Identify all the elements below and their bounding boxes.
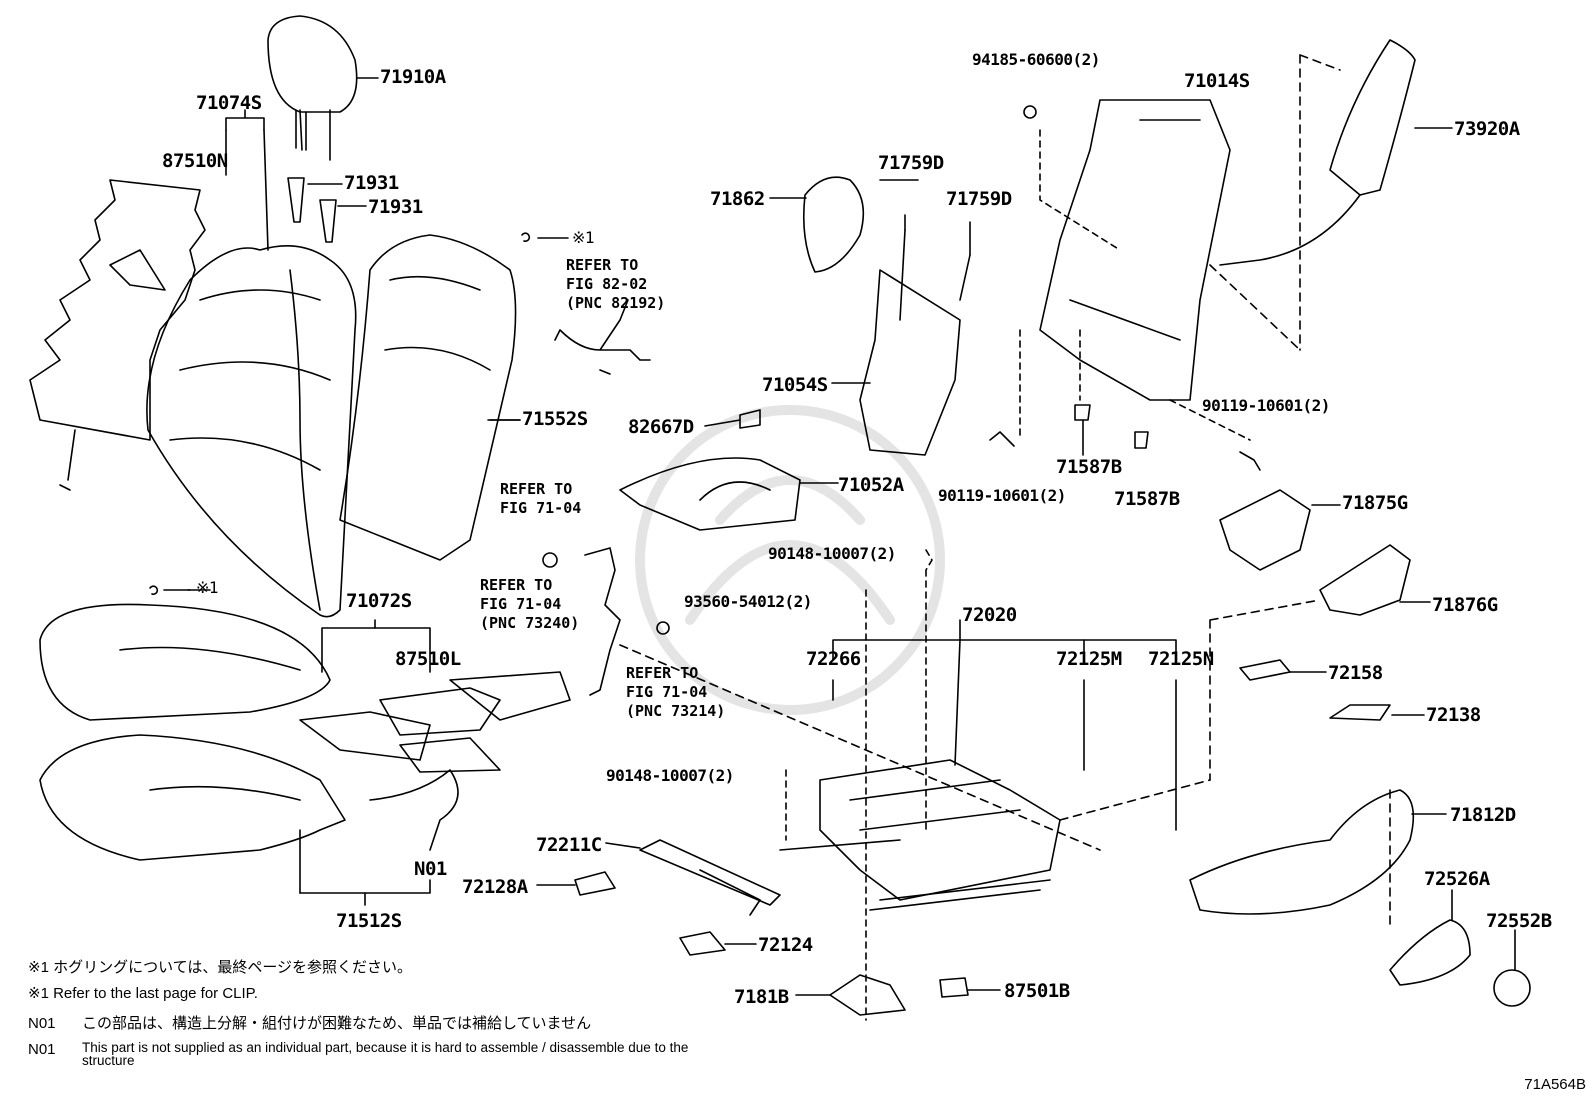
part-label-71759D-b[interactable]: 71759D bbox=[946, 188, 1012, 210]
part-label-72211C[interactable]: 72211C bbox=[536, 834, 602, 856]
part-label-71074S[interactable]: 71074S bbox=[196, 92, 262, 114]
part-label-72128A[interactable]: 72128A bbox=[462, 876, 528, 898]
refer-to-fig-71-04-pnc-73240[interactable]: REFER TO FIG 71-04 (PNC 73240) bbox=[480, 576, 580, 632]
part-label-72158[interactable]: 72158 bbox=[1328, 662, 1383, 684]
shield-71812D-drawing bbox=[1189, 789, 1415, 915]
part-label-71052A[interactable]: 71052A bbox=[838, 474, 904, 496]
part-label-87510L[interactable]: 87510L bbox=[395, 648, 461, 670]
part-72128A-drawing bbox=[574, 871, 616, 896]
part-label-71812D[interactable]: 71812D bbox=[1450, 804, 1516, 826]
cover-71862-drawing bbox=[802, 176, 865, 273]
cushion-pad-drawing bbox=[39, 734, 346, 861]
clip-71587B-b bbox=[1134, 431, 1149, 449]
back-pad-87510N-drawing bbox=[29, 179, 206, 491]
part-label-93560-54012[interactable]: 93560-54012(2) bbox=[684, 592, 812, 611]
part-label-90148-10007-top[interactable]: 90148-10007(2) bbox=[768, 544, 896, 563]
clip-marker-top: ※1 bbox=[572, 228, 595, 247]
footnote-n01-jp: この部品は、構造上分解・組付けが困難なため、単品では補給していません bbox=[82, 1015, 592, 1032]
part-72124-drawing bbox=[679, 931, 726, 956]
bolt-90119-left bbox=[989, 431, 1015, 447]
footnote-n01-en: This part is not supplied as an individu… bbox=[82, 1040, 689, 1068]
part-label-71054S[interactable]: 71054S bbox=[762, 374, 828, 396]
diagram-code: 71A564B bbox=[1524, 1076, 1586, 1093]
part-label-71587B-a[interactable]: 71587B bbox=[1056, 456, 1122, 478]
clip-symbol-top bbox=[521, 232, 569, 243]
leader-94185 bbox=[1039, 129, 1121, 251]
part-label-71931-b[interactable]: 71931 bbox=[368, 196, 423, 218]
part-label-72552B[interactable]: 72552B bbox=[1486, 910, 1552, 932]
clip-71587B-a bbox=[1074, 404, 1091, 421]
part-label-71862[interactable]: 71862 bbox=[710, 188, 765, 210]
part-label-72124[interactable]: 72124 bbox=[758, 934, 813, 956]
part-label-87510N[interactable]: 87510N bbox=[162, 150, 228, 172]
footnote-clip-jp: ※1 ホグリングについては、最終ページを参照ください。 bbox=[28, 959, 413, 976]
part-label-71587B-b[interactable]: 71587B bbox=[1114, 488, 1180, 510]
part-label-71759D-a[interactable]: 71759D bbox=[878, 152, 944, 174]
bracket-71876G-drawing bbox=[1319, 544, 1411, 616]
footnote-n01-key-en: N01 bbox=[28, 1041, 56, 1058]
watermark-emblem bbox=[635, 405, 945, 715]
part-72158-drawing bbox=[1239, 659, 1291, 681]
part-72138-drawing bbox=[1329, 704, 1391, 721]
part-label-72020[interactable]: 72020 bbox=[962, 604, 1017, 626]
part-label-72138[interactable]: 72138 bbox=[1426, 704, 1481, 726]
part-label-N01[interactable]: N01 bbox=[414, 858, 447, 880]
harness-82192-drawing bbox=[554, 299, 651, 375]
footnote-n01-key: N01 bbox=[28, 1015, 56, 1032]
nut-94185 bbox=[1023, 105, 1037, 119]
rod-72211C-drawing bbox=[639, 839, 781, 916]
part-label-71875G[interactable]: 71875G bbox=[1342, 492, 1408, 514]
seatback-frame-drawing bbox=[1039, 99, 1231, 401]
part-label-82667D[interactable]: 82667D bbox=[628, 416, 694, 438]
part-label-87501B[interactable]: 87501B bbox=[1004, 980, 1070, 1002]
bracket-71875G-drawing bbox=[1219, 489, 1311, 571]
part-label-90119-10601-left[interactable]: 90119-10601(2) bbox=[938, 486, 1066, 505]
part-7181B-drawing bbox=[829, 974, 906, 1016]
part-label-71931-a[interactable]: 71931 bbox=[344, 172, 399, 194]
headrest-drawing bbox=[267, 15, 379, 161]
knob-72526A-drawing bbox=[1389, 919, 1471, 986]
refer-to-fig-71-04-a[interactable]: REFER TO FIG 71-04 bbox=[500, 480, 582, 517]
part-label-72125N[interactable]: 72125N bbox=[1148, 648, 1214, 670]
leader-71072S bbox=[321, 627, 431, 673]
part-label-72266[interactable]: 72266 bbox=[806, 648, 861, 670]
part-label-90119-10601-right[interactable]: 90119-10601(2) bbox=[1202, 396, 1330, 415]
part-73920A-drawing bbox=[1329, 39, 1416, 196]
part-label-71876G[interactable]: 71876G bbox=[1432, 594, 1498, 616]
part-label-7181B[interactable]: 7181B bbox=[734, 986, 789, 1008]
part-label-94185-60600[interactable]: 94185-60600(2) bbox=[972, 50, 1100, 69]
headrest-guides-drawing bbox=[287, 177, 367, 243]
seat-track-drawing bbox=[779, 759, 1061, 911]
clip-marker-bottom: ※1 bbox=[196, 578, 219, 597]
part-label-71072S[interactable]: 71072S bbox=[346, 590, 412, 612]
belt-buckle-drawing bbox=[542, 547, 670, 696]
footnote-clip-en: ※1 Refer to the last page for CLIP. bbox=[28, 985, 258, 1002]
refer-to-fig-82-02[interactable]: REFER TO FIG 82-02 (PNC 82192) bbox=[566, 256, 666, 312]
part-label-71512S[interactable]: 71512S bbox=[336, 910, 402, 932]
part-label-90148-10007-bottom[interactable]: 90148-10007(2) bbox=[606, 766, 734, 785]
part-label-72526A[interactable]: 72526A bbox=[1424, 868, 1490, 890]
part-label-71910A[interactable]: 71910A bbox=[380, 66, 446, 88]
refer-to-fig-71-04-pnc-73214[interactable]: REFER TO FIG 71-04 (PNC 73214) bbox=[626, 664, 726, 720]
cushion-mat-87510L-drawing bbox=[299, 671, 571, 773]
seatback-cover-drawing bbox=[146, 244, 357, 618]
part-71052A-drawing bbox=[619, 457, 801, 531]
clip-symbol-bottom bbox=[149, 585, 159, 596]
lumbar-71054S-drawing bbox=[831, 229, 971, 456]
part-label-73920A[interactable]: 73920A bbox=[1454, 118, 1520, 140]
cushion-cover-drawing bbox=[39, 589, 331, 721]
part-87501B-drawing bbox=[939, 977, 969, 998]
bolt-90119-right bbox=[1239, 451, 1261, 471]
part-label-71014S[interactable]: 71014S bbox=[1184, 70, 1250, 92]
wire-N01-drawing bbox=[369, 769, 459, 851]
seatback-pad-drawing bbox=[339, 234, 521, 561]
leader-72020 bbox=[832, 639, 1177, 661]
part-82667D-drawing bbox=[739, 409, 761, 429]
leader-71074S bbox=[225, 109, 265, 131]
cap-72552B-drawing bbox=[1493, 969, 1531, 1007]
part-label-71552S[interactable]: 71552S bbox=[522, 408, 588, 430]
part-label-72125M[interactable]: 72125M bbox=[1056, 648, 1122, 670]
